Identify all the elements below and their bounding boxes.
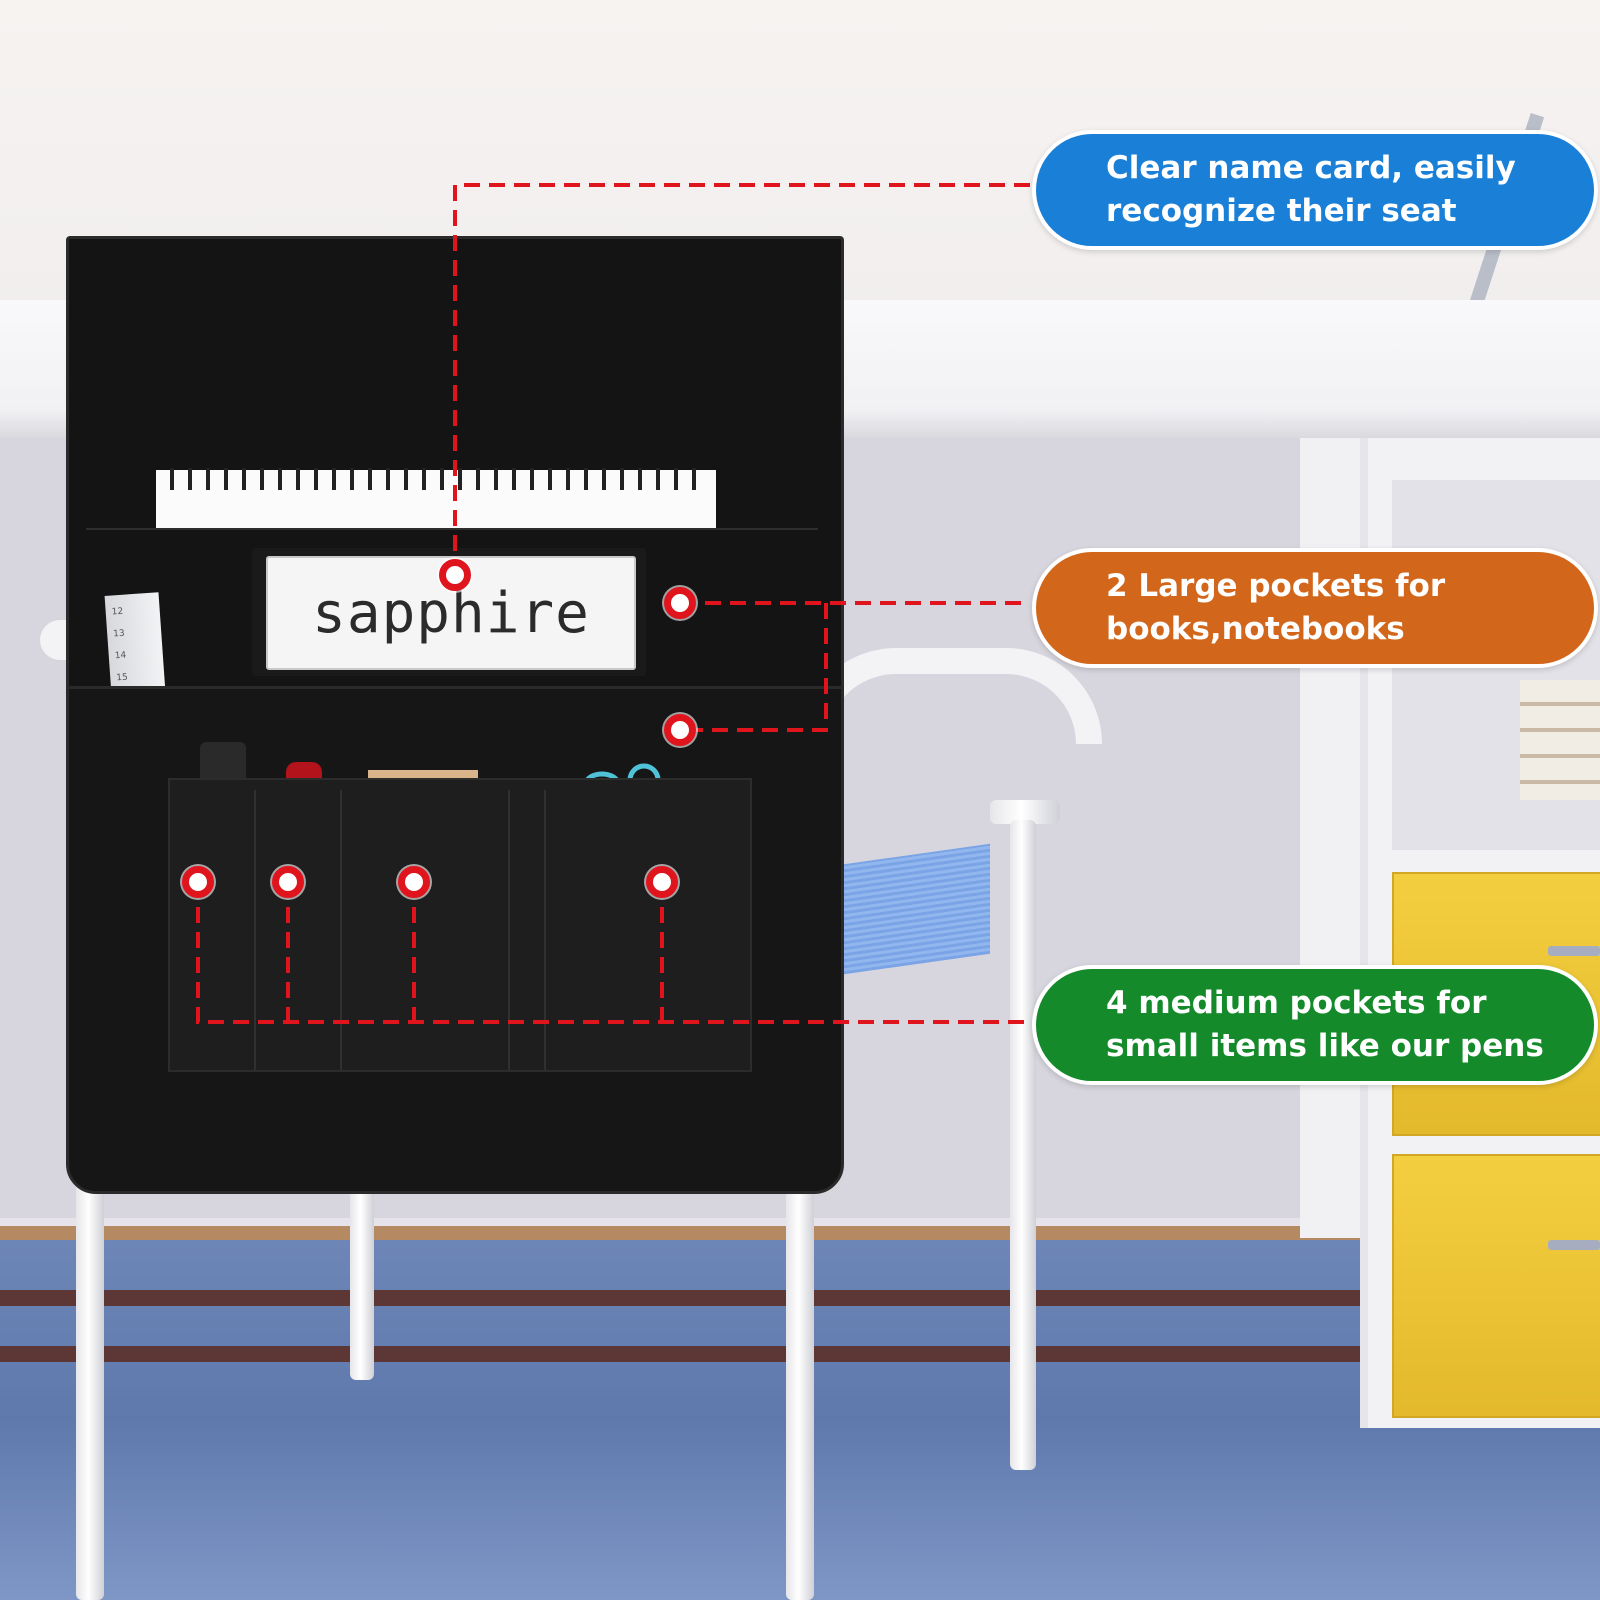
large-pocket-seam [86, 528, 818, 530]
marker-pin [664, 714, 696, 746]
leader-line-medium-pockets [196, 882, 1030, 1024]
pocket-divider [340, 790, 342, 1070]
callout-large-pockets: 2 Large pockets for books,notebooks [1032, 548, 1598, 668]
leader-line-name-card [453, 183, 1030, 575]
book-stack [1520, 680, 1600, 800]
name-card-text: sapphire [312, 580, 590, 646]
pocket-divider [254, 790, 256, 1070]
marker-pin [398, 866, 430, 898]
drawer-lower [1392, 1154, 1600, 1418]
pocket-divider [508, 790, 510, 1070]
chair-leg [786, 1150, 814, 1600]
callout-medium-pockets: 4 medium pockets for small items like ou… [1032, 965, 1598, 1085]
marker-pin [439, 559, 471, 591]
callout-name-card: Clear name card, easily recognize their … [1032, 130, 1598, 250]
notebook-spiral [170, 468, 700, 490]
drawer-handle [1548, 946, 1600, 956]
chair-leg [1010, 820, 1036, 1470]
marker-pin [646, 866, 678, 898]
name-card: sapphire [266, 556, 636, 670]
leader-line-large-pockets [680, 603, 828, 732]
marker-pin [664, 587, 696, 619]
marker-pin [182, 866, 214, 898]
drawer-handle [1548, 1240, 1600, 1250]
marker-pin [272, 866, 304, 898]
chair-leg [76, 1150, 104, 1600]
pocket-divider [544, 790, 546, 1070]
